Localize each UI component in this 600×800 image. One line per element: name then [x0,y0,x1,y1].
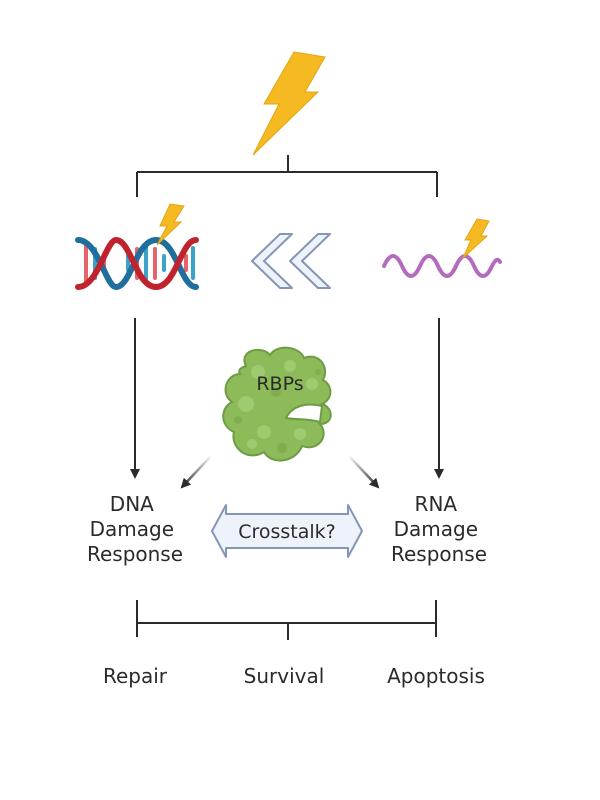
lightning-bolt-icon [252,51,326,156]
double-chevron-left-icon [251,233,331,289]
rna-damage-response-label: RNA Damage Response [391,492,487,566]
rna-response-line-2: Damage [394,517,478,541]
dna-response-line-2: Damage [90,517,174,541]
dna-response-line-3: Response [87,542,183,566]
outcome-survival: Survival [244,664,325,688]
crosstalk-label: Crosstalk? [238,521,336,543]
crosstalk-double-arrow: Crosstalk? [211,504,363,558]
dna-response-line-1: DNA [110,492,154,516]
rbp-to-dna-arrow [180,454,213,489]
rna-strand-icon [382,254,502,278]
dna-damage-bolt-icon [156,203,185,246]
outcome-apoptosis: Apoptosis [387,664,485,688]
bottom-bracket [136,600,437,640]
rbp-protein-icon: RBPs [222,346,332,462]
rna-response-line-1: RNA [415,492,458,516]
top-bracket [136,155,438,197]
rna-damage-bolt-icon [462,218,490,259]
rna-response-line-3: Response [391,542,487,566]
dna-double-helix-icon [75,236,199,291]
dna-damage-response-label: DNA Damage Response [87,492,183,566]
rbps-label: RBPs [256,373,303,395]
outcome-repair: Repair [103,664,168,688]
rbp-to-rna-arrow [347,454,380,489]
